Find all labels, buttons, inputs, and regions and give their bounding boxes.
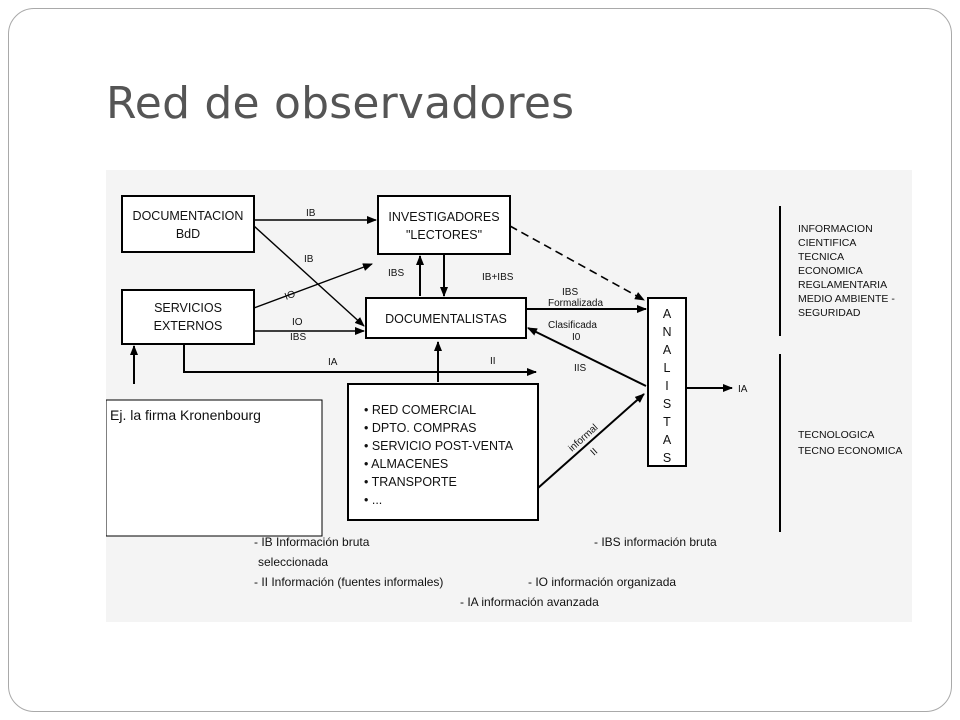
investigadores-label-1: INVESTIGADORES — [388, 210, 499, 224]
edge-label-doc-docu: IB — [304, 254, 314, 265]
edge-label-doc-inv: IB — [306, 208, 316, 219]
flow-diagram: DOCUMENTACION BdD INVESTIGADORES "LECTOR… — [106, 195, 902, 609]
analistas-letter: N — [662, 325, 671, 339]
edge-doc-docu — [253, 225, 365, 327]
fuente-item: • ALMACENES — [364, 457, 448, 471]
analistas-letters: A N A L I S T A S — [662, 307, 671, 465]
edge-label-serv-docu-io: IO — [292, 317, 303, 328]
analistas-letter: T — [663, 415, 671, 429]
category-item: MEDIO AMBIENTE - — [798, 293, 895, 305]
fuente-item: • TRANSPORTE — [364, 475, 457, 489]
servicios-label-2: EXTERNOS — [154, 319, 223, 333]
legend-ibs: - IBS información bruta — [594, 535, 717, 549]
analistas-letter: L — [664, 361, 671, 375]
category-item: REGLAMENTARIA — [798, 279, 887, 291]
category-item: TECNICA — [798, 251, 844, 263]
category-item: ECONOMICA — [798, 265, 863, 277]
fuente-item: • DPTO. COMPRAS — [364, 421, 477, 435]
investigadores-label-2: "LECTORES" — [406, 228, 482, 242]
edge-label-anal-docu-2: I0 — [572, 332, 581, 343]
legend-ii: - II Información (fuentes informales) — [254, 575, 443, 589]
edge-label-docu-anal-2: Formalizada — [548, 298, 603, 309]
edge-fuentes-anal — [537, 393, 645, 489]
fuentes-internas-box — [347, 383, 539, 521]
edge-label-iis: IIS — [574, 363, 587, 374]
diagram-panel: DOCUMENTACION BdD INVESTIGADORES "LECTOR… — [106, 170, 912, 622]
category-item: TECNO ECONOMICA — [798, 445, 902, 457]
category-item: SEGURIDAD — [798, 307, 861, 319]
analistas-letter: A — [663, 307, 672, 321]
category-item: TECNOLOGICA — [798, 429, 874, 441]
fuente-item: • SERVICIO POST-VENTA — [364, 439, 514, 453]
analistas-letter: A — [663, 343, 672, 357]
edge-anal-docu — [527, 327, 647, 387]
edge-serv-inv — [253, 263, 373, 309]
edge-label-fuentes-ii: II — [490, 356, 496, 367]
analistas-box — [647, 297, 687, 467]
edge-label-serv-docu-ibs: IBS — [290, 332, 306, 343]
analistas-letter: S — [663, 451, 671, 465]
documentalistas-box — [365, 297, 527, 339]
example-note-box — [106, 399, 323, 537]
legend-ib-cont: seleccionada — [258, 555, 328, 569]
documentacion-label-2: BdD — [176, 227, 200, 241]
edge-label-inv-docu: IBS — [388, 268, 404, 279]
category-list-bottom: TECNOLOGICA TECNO ECONOMICA — [798, 429, 902, 457]
edge-label-informal-ii: II — [589, 446, 600, 458]
analistas-letter: A — [663, 433, 672, 447]
example-note-text: Ej. la firma Kronenbourg — [110, 407, 261, 423]
slide-title: Red de observadores — [106, 78, 575, 129]
edge-label-anal-docu-1: Clasificada — [548, 320, 597, 331]
documentacion-label-1: DOCUMENTACION — [133, 209, 244, 223]
fuente-item: • RED COMERCIAL — [364, 403, 476, 417]
edge-label-docu-anal-1: IBS — [562, 287, 578, 298]
edge-label-serv-ia: IA — [328, 357, 338, 368]
analistas-letter: S — [663, 397, 671, 411]
edge-label-output: IA — [738, 384, 748, 395]
category-list-top: INFORMACION CIENTIFICA TECNICA ECONOMICA… — [798, 223, 895, 319]
edge-label-serv-inv: IO — [283, 289, 297, 303]
servicios-label-1: SERVICIOS — [154, 301, 222, 315]
edge-label-docu-inv: IB+IBS — [482, 272, 514, 283]
analistas-letter: I — [665, 379, 668, 393]
servicios-externos-box — [121, 289, 255, 345]
legend: - IB Información bruta seleccionada - IB… — [254, 535, 717, 609]
documentalistas-label: DOCUMENTALISTAS — [385, 312, 507, 326]
fuente-item: • ... — [364, 493, 382, 507]
legend-ia: - IA información avanzada — [460, 595, 599, 609]
legend-ib: - IB Información bruta — [254, 535, 370, 549]
category-item: INFORMACION — [798, 223, 873, 235]
legend-io: - IO información organizada — [528, 575, 676, 589]
category-item: CIENTIFICA — [798, 237, 856, 249]
edge-serv-ia — [183, 344, 537, 376]
documentacion-box — [121, 195, 255, 253]
investigadores-box — [377, 195, 511, 255]
